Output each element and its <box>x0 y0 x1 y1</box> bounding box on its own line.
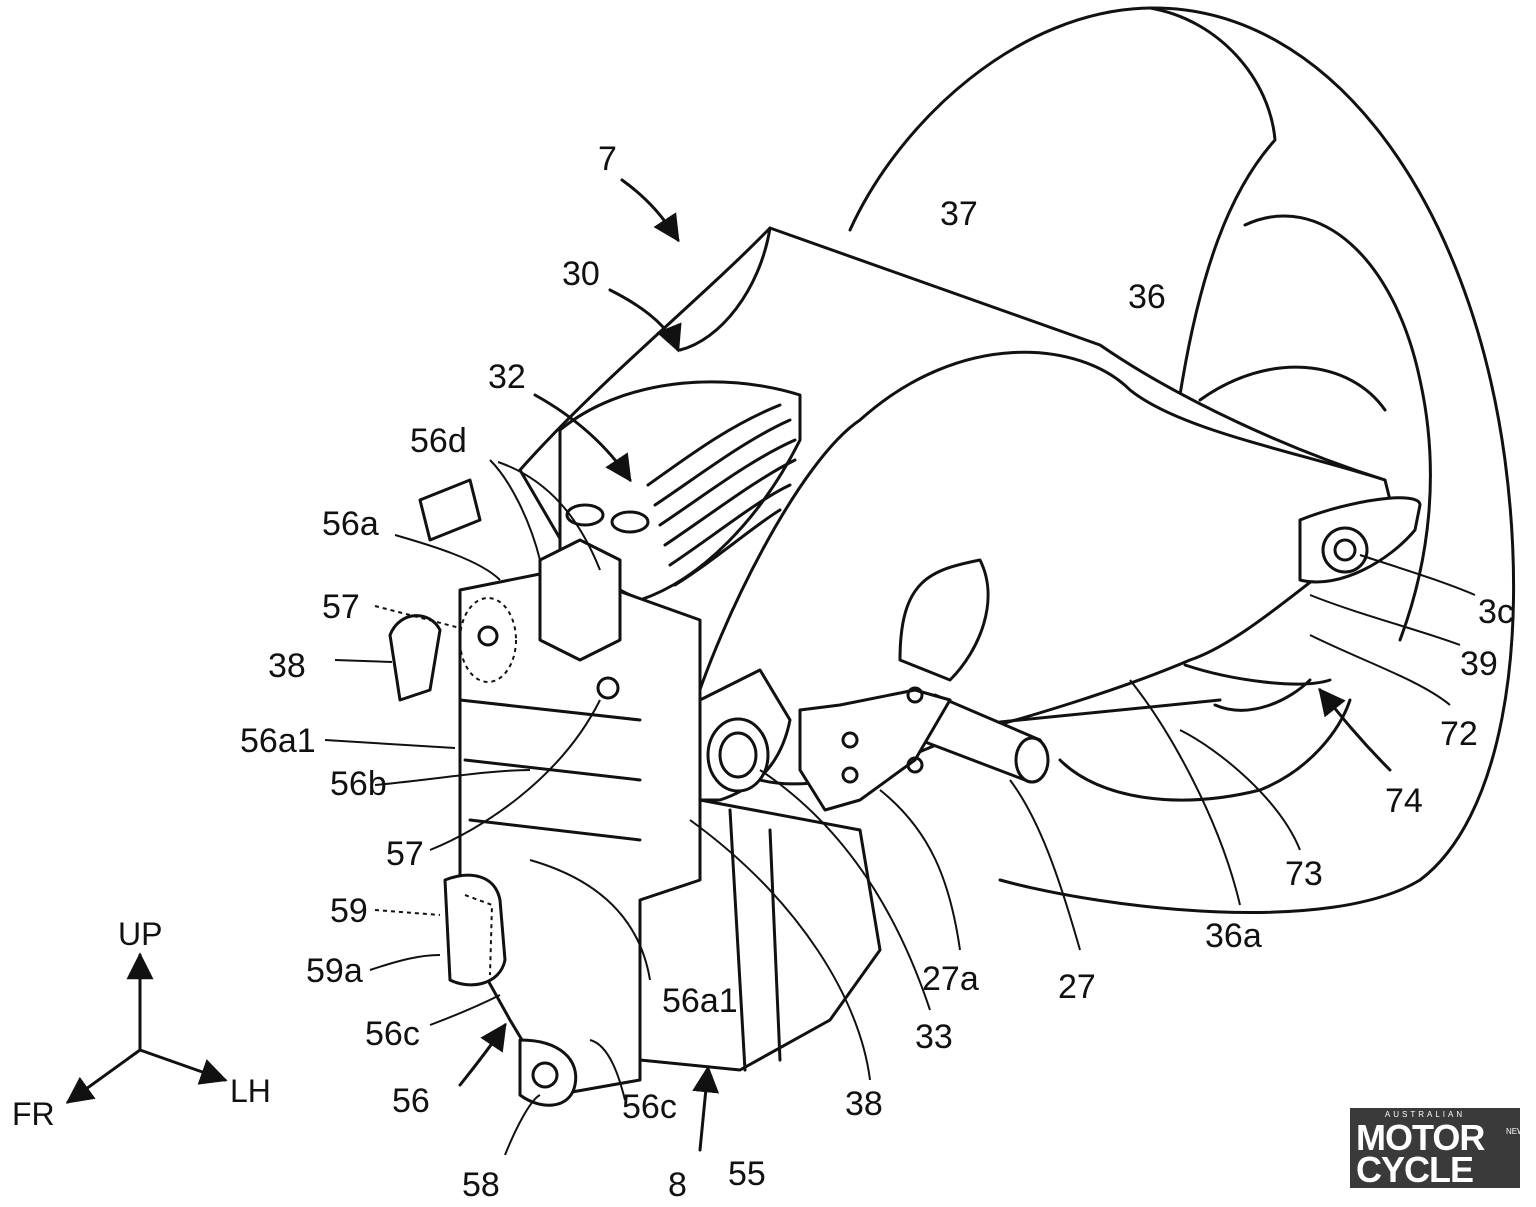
orientation-axes: UP LH FR <box>12 916 271 1132</box>
label-56a: 56a <box>322 505 379 543</box>
label-73: 73 <box>1285 855 1323 893</box>
label-3c: 3c <box>1478 593 1514 631</box>
shock-spring <box>558 380 802 602</box>
label-56d: 56d <box>410 422 467 460</box>
label-39: 39 <box>1460 645 1498 683</box>
label-33: 33 <box>915 1018 953 1056</box>
label-30: 30 <box>562 255 600 293</box>
label-56a1-left: 56a1 <box>240 722 316 760</box>
label-56c-left: 56c <box>365 1015 420 1053</box>
label-27a: 27a <box>922 960 979 998</box>
watermark-logo: AUSTRALIAN MOTOR CYCLE NEWS <box>1350 1108 1530 1190</box>
label-56c-right: 56c <box>622 1088 677 1126</box>
logo-line2: CYCLE <box>1356 1149 1474 1190</box>
logo-line1: MOTOR <box>1356 1117 1485 1158</box>
label-59: 59 <box>330 892 368 930</box>
label-32: 32 <box>488 358 526 396</box>
label-59a: 59a <box>306 952 363 990</box>
swing-arm <box>518 226 1422 786</box>
label-36a: 36a <box>1205 917 1262 955</box>
label-55: 55 <box>728 1155 766 1193</box>
label-56a1-lower: 56a1 <box>662 982 738 1020</box>
leader-lines <box>324 178 1476 1156</box>
label-56b: 56b <box>330 765 387 803</box>
logo-side-text: NEWS <box>1506 1127 1530 1136</box>
label-72: 72 <box>1440 715 1478 753</box>
label-57-upper: 57 <box>322 588 360 626</box>
axle-assembly <box>798 558 1050 812</box>
axis-fr-label: FR <box>12 1096 55 1132</box>
rear-tire <box>848 6 1516 915</box>
axis-lh-label: LH <box>230 1073 271 1109</box>
label-56: 56 <box>392 1082 430 1120</box>
label-8: 8 <box>668 1166 687 1204</box>
label-38-lower: 38 <box>845 1085 883 1123</box>
axis-up-label: UP <box>118 916 162 952</box>
label-27: 27 <box>1058 968 1096 1006</box>
label-36: 36 <box>1128 278 1166 316</box>
label-58: 58 <box>462 1166 500 1204</box>
label-74: 74 <box>1385 782 1423 820</box>
label-38-left: 38 <box>268 647 306 685</box>
label-7: 7 <box>598 140 617 178</box>
label-57-lower: 57 <box>386 835 424 873</box>
logo-top-text: AUSTRALIAN <box>1384 1110 1466 1119</box>
link-plate <box>388 478 702 1107</box>
label-37: 37 <box>940 195 978 233</box>
part-labels: 7 30 37 36 32 56d 56a 57 38 56a1 56b 57 … <box>240 140 1514 1204</box>
